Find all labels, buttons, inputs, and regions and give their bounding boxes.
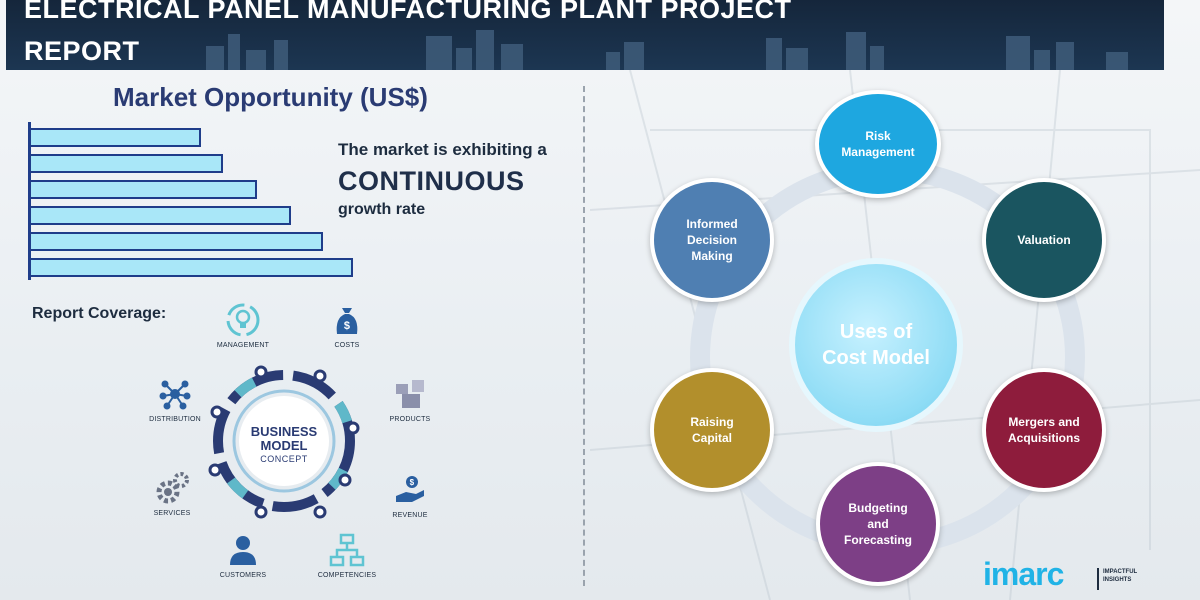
node-budgeting-l3: Forecasting (843, 533, 912, 547)
coverage-products-label: PRODUCTS (389, 416, 431, 423)
growth-line2: CONTINUOUS (338, 166, 525, 196)
coverage-distribution: DISTRIBUTION (142, 376, 208, 423)
coverage-management: MANAGEMENT (210, 302, 276, 349)
business-model-l2: MODEL (260, 438, 308, 453)
growth-line1: The market is exhibiting a (338, 140, 547, 159)
hand-coin-icon: $ (396, 476, 424, 502)
node-valuation-l1: Valuation (1017, 233, 1071, 247)
node-raising-capital: Raising Capital (650, 368, 774, 492)
market-bar-2 (31, 154, 223, 173)
market-bar-3 (31, 180, 257, 199)
uses-center-circle: Uses of Cost Model (789, 258, 963, 432)
coverage-distribution-label: DISTRIBUTION (149, 416, 201, 423)
coverage-competencies: COMPETENCIES (310, 532, 384, 579)
coverage-customers-label: CUSTOMERS (219, 572, 267, 579)
coverage-revenue-label: REVENUE (392, 512, 428, 519)
business-model-ring (208, 365, 360, 519)
city-skyline (206, 30, 1128, 70)
node-raising-l1: Raising (690, 415, 734, 429)
node-budgeting-l2: and (867, 517, 889, 531)
business-model-l1: BUSINESS (250, 424, 318, 439)
coverage-costs: $ COSTS (322, 302, 372, 349)
growth-line3: growth rate (338, 201, 426, 218)
uses-center-l2: Cost Model (822, 347, 930, 369)
report-header: ELECTRICAL PANEL MANUFACTURING PLANT PRO… (6, 0, 1164, 70)
network-icon (159, 380, 191, 410)
coverage-management-label: MANAGEMENT (216, 342, 270, 349)
coverage-services: SERVICES (146, 470, 198, 517)
hierarchy-icon (329, 533, 365, 567)
gears-icon (156, 472, 189, 504)
node-informed-decision: Informed Decision Making (650, 178, 774, 302)
growth-statement: The market is exhibiting a CONTINUOUS gr… (338, 140, 547, 219)
node-valuation: Valuation (982, 178, 1106, 302)
svg-text:$: $ (344, 320, 350, 332)
uses-center-l1: Uses of (839, 321, 913, 343)
business-model-label: BUSINESS MODEL CONCEPT (239, 425, 329, 465)
market-opportunity-title: Market Opportunity (US$) (113, 82, 428, 112)
section-divider (583, 86, 585, 586)
lightbulb-icon (226, 303, 260, 337)
node-mergers-l1: Mergers and (1008, 415, 1080, 429)
market-bar-graphic (28, 122, 358, 282)
node-mergers-l2: Acquisitions (1007, 431, 1080, 445)
node-budgeting-l1: Budgeting (848, 501, 908, 515)
node-risk-l2: Management (841, 145, 915, 159)
bar-axis (28, 122, 31, 280)
coverage-customers: CUSTOMERS (210, 532, 276, 579)
coverage-products: PRODUCTS (380, 376, 440, 423)
logo-tag-line2: INSIGHTS (1103, 577, 1132, 583)
node-mergers-acquisitions: Mergers and Acquisitions (982, 368, 1106, 492)
market-bar-1 (31, 128, 201, 147)
coverage-services-label: SERVICES (153, 510, 191, 517)
report-coverage-title: Report Coverage: (32, 305, 167, 322)
node-informed-l3: Making (691, 249, 733, 263)
business-model-l3: CONCEPT (260, 454, 308, 464)
svg-text:$: $ (410, 478, 415, 487)
logo-tagline: IMPACTFUL INSIGHTS (1103, 568, 1137, 584)
boxes-icon (396, 380, 424, 408)
money-bag-icon: $ (336, 308, 358, 334)
coverage-costs-label: COSTS (334, 342, 360, 349)
market-bar-6 (31, 258, 353, 277)
report-title-line1: ELECTRICAL PANEL MANUFACTURING PLANT PRO… (24, 0, 792, 24)
market-bar-5 (31, 232, 323, 251)
node-budgeting-forecasting: Budgeting and Forecasting (816, 462, 940, 586)
person-icon (230, 536, 256, 565)
logo-separator (1097, 568, 1099, 590)
node-risk-l1: Risk (865, 129, 891, 143)
node-risk-management: Risk Management (815, 90, 941, 198)
coverage-revenue: $ REVENUE (384, 472, 436, 519)
coverage-competencies-label: COMPETENCIES (317, 572, 377, 579)
report-title-line2: REPORT (24, 36, 140, 66)
report-title: ELECTRICAL PANEL MANUFACTURING PLANT PRO… (24, 0, 792, 70)
logo-tag-line1: IMPACTFUL (1103, 569, 1138, 575)
node-informed-l1: Informed (686, 217, 738, 231)
logo-name: imarc (983, 556, 1064, 592)
node-raising-l2: Capital (691, 431, 732, 445)
market-bar-4 (31, 206, 291, 225)
node-informed-l2: Decision (686, 233, 737, 247)
